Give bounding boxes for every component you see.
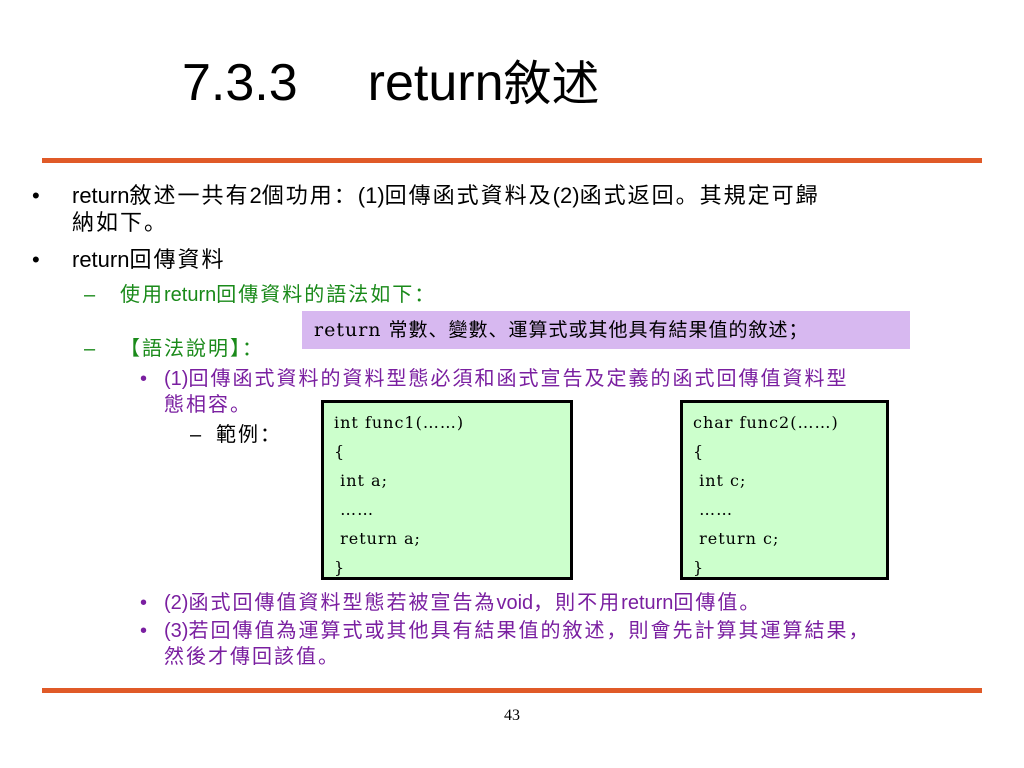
sub-text: 回傳資料的語法如下： — [216, 282, 437, 306]
slide-title: 7.3.3 return敘述 — [182, 52, 600, 115]
keyword-return: return — [72, 247, 130, 272]
code-line: int c; — [693, 471, 747, 490]
code-line: } — [334, 558, 346, 577]
bullet-marker: • — [140, 368, 148, 390]
code-line: return a; — [334, 529, 421, 548]
keyword-void: void — [496, 592, 534, 614]
item-1-line2: 態相容。 — [164, 392, 252, 416]
bullet-1-line2: 納如下。 — [72, 211, 169, 236]
bullet-marker: • — [140, 620, 148, 642]
bullet-text: 回傳函式資料及 — [384, 184, 553, 209]
bullet-number: 2 — [249, 183, 262, 208]
bullet-marker: • — [140, 592, 148, 614]
item-number: (1) — [164, 368, 189, 390]
bullet-text: 函式返回。其規定可歸 — [579, 184, 820, 209]
code-line: { — [334, 442, 346, 461]
bullet-marker: • — [32, 247, 40, 272]
item-1: • (1)回傳函式資料的資料型態必須和函式宣告及定義的函式回傳值資料型 — [140, 364, 848, 393]
dash-marker: – — [84, 338, 96, 360]
code-line: char func2(……) — [693, 413, 839, 432]
sub-text: 使用 — [120, 282, 164, 306]
dash-marker: – — [190, 424, 202, 446]
sub-text: 【語法說明】： — [120, 336, 264, 360]
syntax-box: return 常數、變數、運算式或其他具有結果值的敘述； — [302, 311, 910, 349]
code-example-2: char func2(……) { int c; …… return c; } — [680, 400, 889, 580]
item-text: 若回傳值為運算式或其他具有結果值的敘述，則會先計算其運算結果， — [188, 618, 871, 642]
bullet-2: • return回傳資料 — [32, 246, 226, 275]
title-keyword: return — [367, 54, 504, 112]
code-line: int func1(……) — [334, 413, 465, 432]
top-divider — [42, 158, 982, 163]
example-label: –範例： — [190, 420, 282, 449]
bullet-paren: (2) — [552, 183, 580, 208]
item-text: 回傳函式資料的資料型態必須和函式宣告及定義的函式回傳值資料型 — [188, 366, 849, 390]
item-text: 回傳值。 — [673, 590, 762, 614]
item-2: • (2)函式回傳值資料型態若被宣告為void，則不用return回傳值。 — [140, 588, 761, 617]
title-cjk: 敘述 — [503, 56, 600, 112]
code-line: { — [693, 442, 705, 461]
item-number: (2) — [164, 592, 189, 614]
bottom-divider — [42, 688, 982, 693]
sub-bullet-syntax: – 使用return回傳資料的語法如下： — [84, 280, 436, 309]
bullet-paren: (1) — [357, 183, 385, 208]
item-text: 函式回傳值資料型態若被宣告為 — [188, 590, 497, 614]
keyword-return: return — [72, 183, 130, 208]
example-text: 範例： — [216, 422, 282, 446]
code-line: …… — [693, 500, 734, 519]
code-line: …… — [334, 500, 375, 519]
code-line: return c; — [693, 529, 780, 548]
code-line: int a; — [334, 471, 388, 490]
item-text: ，則不用 — [533, 590, 622, 614]
keyword-return: return — [164, 284, 217, 306]
bullet-text: 回傳資料 — [129, 248, 226, 273]
page-number: 43 — [504, 707, 520, 724]
keyword-return: return — [621, 592, 674, 614]
item-3-line2: 然後才傳回該值。 — [164, 644, 340, 668]
sub-bullet-explanation: – 【語法說明】： — [84, 334, 264, 363]
item-3: • (3)若回傳值為運算式或其他具有結果值的敘述，則會先計算其運算結果， — [140, 616, 870, 645]
bullet-marker: • — [32, 183, 40, 208]
code-line: } — [693, 558, 705, 577]
code-example-1: int func1(……) { int a; …… return a; } — [321, 400, 573, 580]
dash-marker: – — [84, 284, 96, 306]
title-number: 7.3.3 — [182, 54, 298, 112]
bullet-text: 個功用： — [261, 184, 358, 209]
bullet-text: 敘述一共有 — [129, 184, 250, 209]
item-number: (3) — [164, 620, 189, 642]
bullet-1: • return敘述一共有2個功用：(1)回傳函式資料及(2)函式返回。其規定可歸 — [32, 182, 820, 211]
